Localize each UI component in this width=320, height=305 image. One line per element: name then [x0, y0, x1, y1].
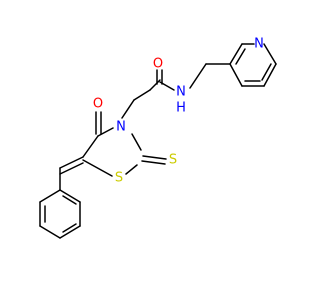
bond	[82, 135, 99, 158]
bond	[159, 81, 175, 91]
ring-oxygen-label: O	[93, 97, 103, 112]
amide-nitrogen-label: N	[176, 85, 186, 100]
structure-svg: O N H N O N S S	[39, 37, 277, 239]
bond	[142, 155, 167, 160]
bond	[125, 164, 138, 175]
bond	[229, 43, 243, 65]
bond-lines	[39, 43, 277, 239]
bond	[62, 195, 77, 205]
bond	[121, 99, 135, 119]
thione-sulfur-label: S	[169, 153, 177, 168]
bond	[39, 225, 61, 239]
ring-nitrogen-label: N	[116, 120, 126, 135]
bond	[131, 133, 142, 151]
bond	[97, 127, 114, 137]
amide-hydrogen-label: H	[176, 101, 186, 116]
bond	[59, 225, 81, 239]
bond	[62, 223, 77, 233]
bond	[263, 43, 277, 65]
molecule-diagram: O N H N O N S S	[39, 37, 277, 239]
ring-sulfur-label: S	[115, 171, 123, 186]
bond	[261, 63, 272, 81]
bond	[235, 48, 246, 65]
bond	[189, 63, 207, 89]
bond	[82, 159, 113, 177]
bond	[59, 156, 84, 169]
bond	[59, 189, 81, 203]
pyridine-nitrogen-label: N	[254, 37, 264, 52]
bond	[229, 63, 243, 87]
bond	[39, 189, 61, 203]
atom-labels: O N H N O N S S	[93, 37, 264, 186]
amide-oxygen-label: O	[153, 57, 163, 72]
bond	[141, 160, 166, 165]
bond	[263, 63, 277, 87]
bond	[59, 162, 84, 175]
bond	[149, 79, 161, 91]
bond	[133, 89, 151, 101]
